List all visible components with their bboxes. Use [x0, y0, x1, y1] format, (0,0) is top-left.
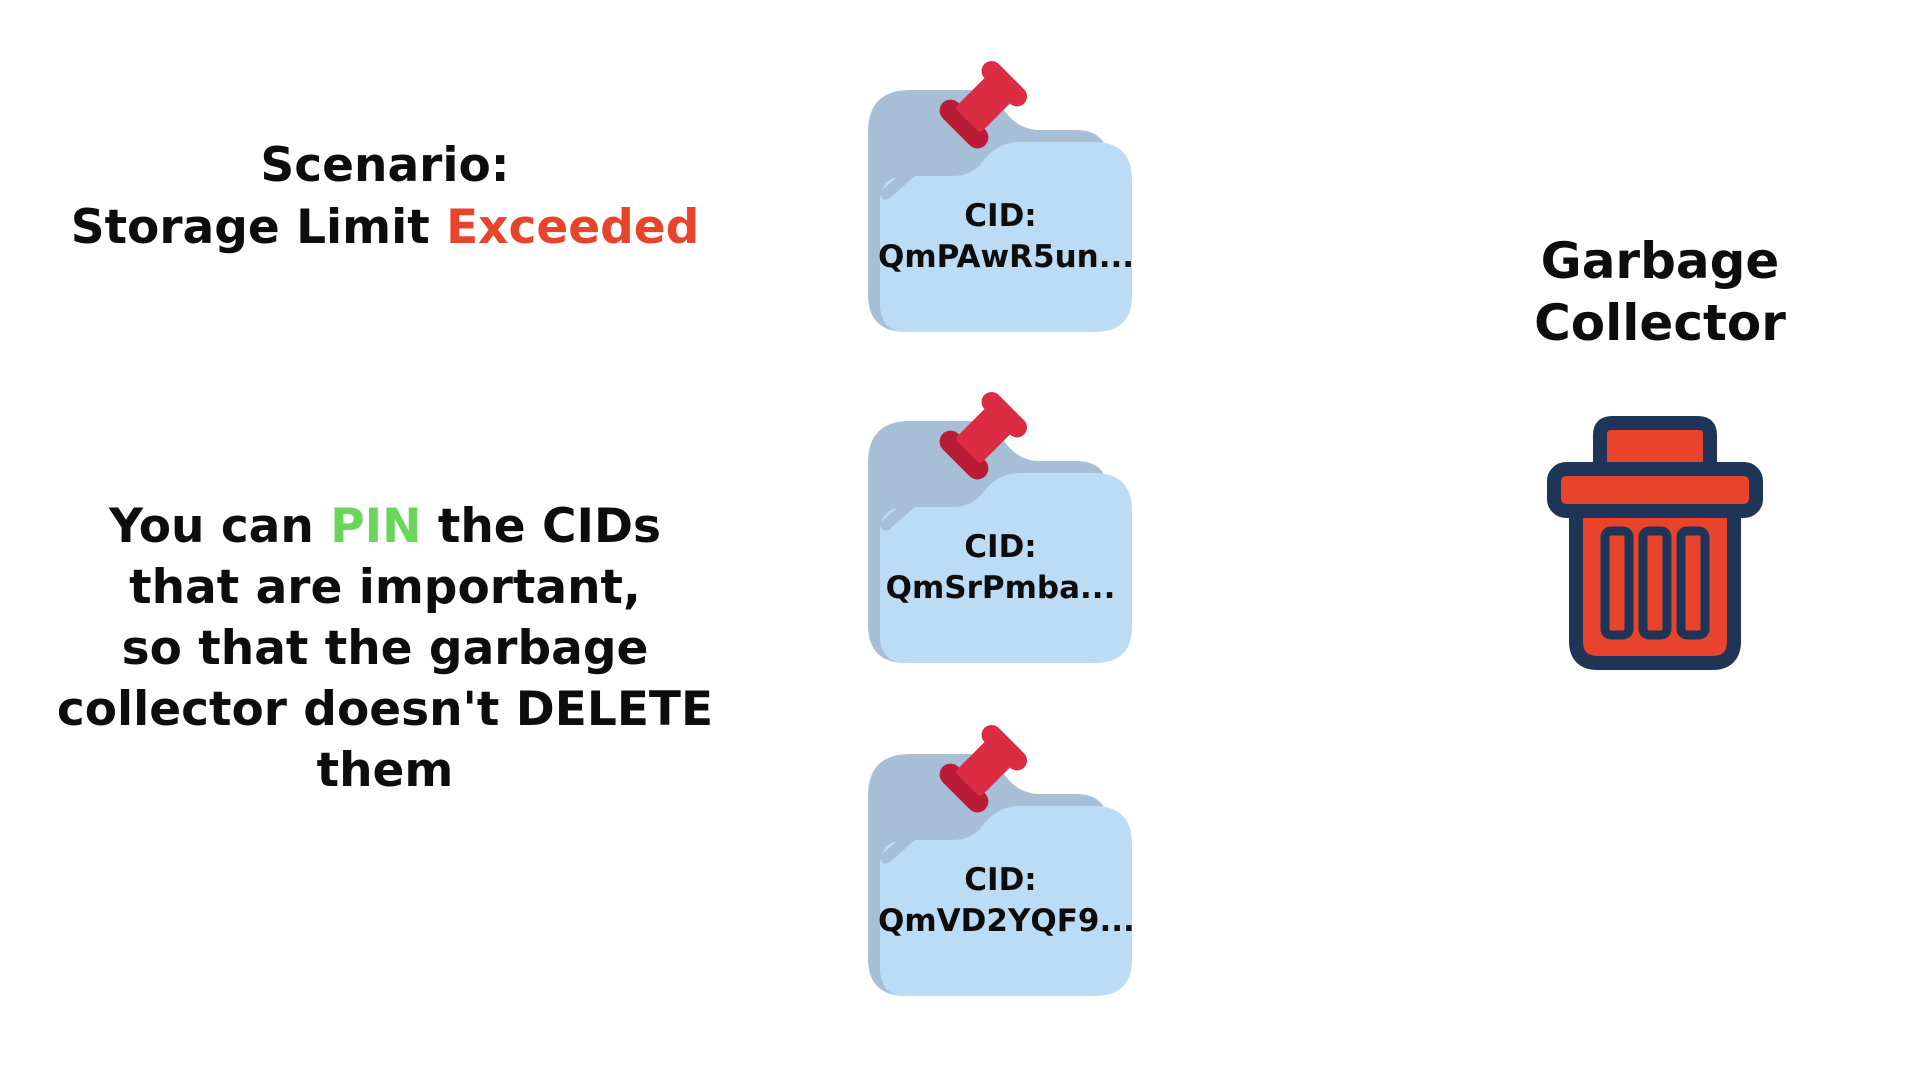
pin-line-5: them — [316, 743, 454, 798]
folder-icon — [868, 60, 1132, 332]
exceeded-highlight: Exceeded — [446, 200, 700, 255]
pinned-folder-3: CID: QmVD2YQF9... — [858, 706, 1148, 1006]
pin-line-4: collector doesn't DELETE — [56, 682, 714, 737]
pinned-folder-1: CID: QmPAwR5un... — [858, 42, 1148, 342]
cid-label-block: CID: QmSrPmba... — [878, 527, 1123, 609]
pin-line-1-suffix: the CIDs — [421, 499, 661, 554]
pin-line-2: that are important, — [129, 560, 641, 615]
pin-line-1: You can PIN the CIDs — [40, 496, 730, 557]
pinned-folder-2: CID: QmSrPmba... — [858, 373, 1148, 673]
pushpin-icon — [880, 724, 1028, 864]
folder-icon — [868, 724, 1132, 996]
pushpin-icon — [880, 60, 1028, 200]
pushpin-icon — [880, 391, 1028, 531]
cid-label: CID: — [964, 862, 1037, 898]
cid-label-block: CID: QmVD2YQF9... — [878, 860, 1135, 942]
cid-label: CID: — [964, 529, 1037, 565]
folder-icon — [868, 391, 1132, 663]
trash-can-icon — [1547, 416, 1763, 670]
scenario-label: Scenario: — [260, 138, 510, 193]
garbage-collector-title: Garbage Collector — [1470, 230, 1850, 354]
garbage-collector-line-2: Collector — [1534, 294, 1786, 352]
scenario-title-prefix: Storage Limit — [70, 200, 447, 255]
scenario-heading: Scenario: Storage Limit Exceeded — [40, 135, 730, 259]
cid-value: QmPAwR5un... — [878, 239, 1135, 275]
cid-value: QmSrPmba... — [885, 570, 1116, 606]
pin-line-1-prefix: You can — [108, 499, 331, 554]
cid-label: CID: — [964, 198, 1037, 234]
pin-explanation: You can PIN the CIDs that are important,… — [40, 496, 730, 801]
cid-label-block: CID: QmPAwR5un... — [878, 196, 1135, 278]
pin-highlight: PIN — [330, 499, 422, 554]
pin-line-3: so that the garbage — [121, 621, 649, 676]
garbage-collector-line-1: Garbage — [1540, 232, 1780, 290]
scenario-title: Storage Limit Exceeded — [40, 197, 730, 259]
cid-value: QmVD2YQF9... — [878, 903, 1135, 939]
